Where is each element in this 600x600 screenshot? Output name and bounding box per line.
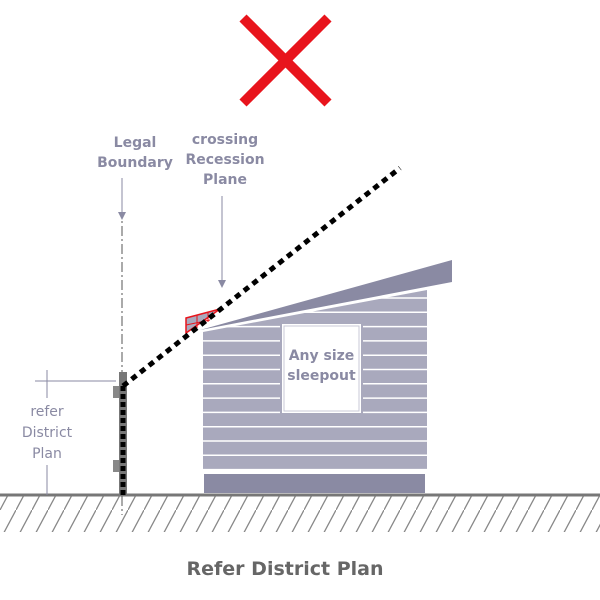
recession-plane-line [121,166,402,388]
recession-plane-label: crossing Recession Plane [180,130,270,190]
cross-icon [239,14,332,107]
label-line: Any size [288,348,355,364]
label-line: Plane [203,172,247,188]
label-line: Boundary [97,155,173,171]
arrows [118,178,226,288]
label-line: District [21,425,73,441]
window [280,322,363,415]
label-line: Plan [32,446,62,462]
fence-post [119,372,127,495]
label-line: sleepout [287,368,356,384]
sleepout-building [200,260,452,493]
building-label: Any size sleepout [281,346,362,386]
roof [200,260,452,330]
legal-boundary-label: Legal Boundary [95,133,175,173]
label-line: Recession [185,152,265,168]
caption: Refer District Plan [186,558,384,580]
ground-hatch [0,496,600,532]
label-line: Legal [113,135,157,151]
label-line: crossing [191,132,259,148]
label-line: refer [30,404,64,420]
dimension-lines [35,370,116,495]
height-label: refer District Plan [12,402,82,465]
